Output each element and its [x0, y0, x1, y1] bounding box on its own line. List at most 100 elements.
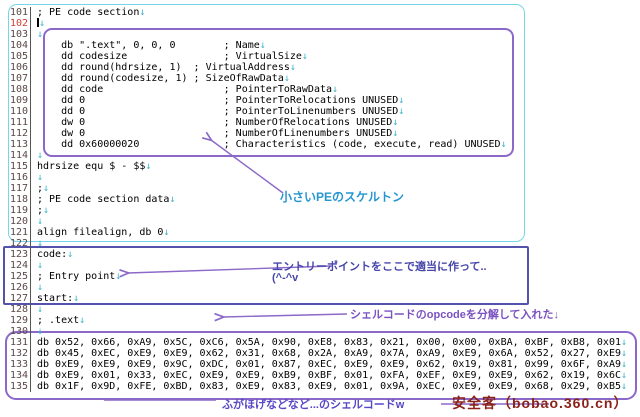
newline-mark-icon: ↓: [621, 348, 627, 359]
newline-mark-icon: ↓: [37, 326, 43, 337]
code-line[interactable]: 101; PE code section↓: [0, 7, 640, 18]
code-line[interactable]: 135db 0x1F, 0x9D, 0xFE, 0xBD, 0x83, 0xE9…: [0, 381, 640, 392]
code-text: dw 0 ; NumberOfRelocations UNUSED: [31, 117, 392, 128]
newline-mark-icon: ↓: [398, 106, 404, 117]
line-number: 102: [0, 18, 31, 29]
code-line[interactable]: 110 dd 0 ; PointerToLinenumbers UNUSED↓: [0, 106, 640, 117]
newline-mark-icon: ↓: [290, 62, 296, 73]
newline-mark-icon: ↓: [501, 139, 507, 150]
code-text: db 0x52, 0x66, 0xA9, 0x5C, 0xC6, 0x5A, 0…: [31, 337, 621, 348]
newline-mark-icon: ↓: [621, 370, 627, 381]
code-line[interactable]: 116↓: [0, 172, 640, 183]
line-number: 105: [0, 51, 31, 62]
code-line[interactable]: 134db 0xE9, 0x01, 0x33, 0xEC, 0xE9, 0xE9…: [0, 370, 640, 381]
entry-point-label: エントリーポイントをここで適当に作って..: [272, 258, 487, 274]
code-text: dd 0 ; PointerToRelocations UNUSED: [31, 95, 398, 106]
code-text: db 0xE9, 0x01, 0x33, 0xEC, 0xE9, 0xE9, 0…: [31, 370, 621, 381]
code-text: db 0x45, 0xEC, 0xE9, 0xE9, 0x62, 0x31, 0…: [31, 348, 621, 359]
line-number: 124: [0, 260, 31, 271]
line-number: 128: [0, 304, 31, 315]
code-text: start:: [31, 293, 73, 304]
code-line[interactable]: 109 dd 0 ; PointerToRelocations UNUSED↓: [0, 95, 640, 106]
newline-mark-icon: ↓: [332, 84, 338, 95]
line-number: 131: [0, 337, 31, 348]
line-number: 123: [0, 249, 31, 260]
code-text: ;: [31, 205, 43, 216]
line-number: 110: [0, 106, 31, 117]
code-line[interactable]: 122 ↓: [0, 238, 640, 249]
shellcode-pointer-label: シェルコードのopcodeを分解して入れた↓: [350, 306, 559, 322]
newline-mark-icon: ↓: [392, 117, 398, 128]
newline-mark-icon: ↓: [37, 238, 43, 249]
newline-mark-icon: ↓: [79, 315, 85, 326]
code-text: dd round(hdrsize, 1) ; VirtualAddress: [31, 62, 290, 73]
code-line[interactable]: 111 dw 0 ; NumberOfRelocations UNUSED↓: [0, 117, 640, 128]
code-line[interactable]: 131db 0x52, 0x66, 0xA9, 0x5C, 0xC6, 0x5A…: [0, 337, 640, 348]
code-line[interactable]: 130 ↓: [0, 326, 640, 337]
line-number: 107: [0, 73, 31, 84]
newline-mark-icon: ↓: [37, 150, 43, 161]
line-number: 104: [0, 40, 31, 51]
code-line[interactable]: 121align filealign, db 0↓: [0, 227, 640, 238]
newline-mark-icon: ↓: [37, 172, 43, 183]
code-line[interactable]: 102↓: [0, 18, 640, 29]
line-number: 114: [0, 150, 31, 161]
line-number: 127: [0, 293, 31, 304]
newline-mark-icon: ↓: [37, 304, 43, 315]
code-line[interactable]: 114 ↓: [0, 150, 640, 161]
line-number: 134: [0, 370, 31, 381]
code-line[interactable]: 126↓: [0, 282, 640, 293]
line-number: 122: [0, 238, 31, 249]
code-text: db 0xE9, 0xE9, 0xE9, 0x9C, 0xDC, 0x01, 0…: [31, 359, 621, 370]
code-text: dd code ; PointerToRawData: [31, 84, 332, 95]
line-number: 132: [0, 348, 31, 359]
line-number: 115: [0, 161, 31, 172]
code-line[interactable]: 106 dd round(hdrsize, 1) ; VirtualAddres…: [0, 62, 640, 73]
code-line[interactable]: 105 dd codesize ; VirtualSize↓: [0, 51, 640, 62]
line-number: 109: [0, 95, 31, 106]
code-line[interactable]: 127start:↓: [0, 293, 640, 304]
line-number: 103: [0, 29, 31, 40]
code-text: dd 0x60000020 ; Characteristics (code, e…: [31, 139, 501, 150]
line-number: 119: [0, 205, 31, 216]
code-line[interactable]: 133db 0xE9, 0xE9, 0xE9, 0x9C, 0xDC, 0x01…: [0, 359, 640, 370]
newline-mark-icon: ↓: [392, 128, 398, 139]
line-number: 130: [0, 326, 31, 337]
code-text: hdrsize equ $ - $$: [31, 161, 145, 172]
newline-mark-icon: ↓: [43, 205, 49, 216]
code-line[interactable]: 132db 0x45, 0xEC, 0xE9, 0xE9, 0x62, 0x31…: [0, 348, 640, 359]
code-text: dd round(codesize, 1) ; SizeOfRawData: [31, 73, 284, 84]
code-text: ;: [31, 183, 43, 194]
line-number: 101: [0, 7, 31, 18]
code-line[interactable]: 120↓: [0, 216, 640, 227]
newline-mark-icon: ↓: [169, 194, 175, 205]
code-text: ; PE code section data: [31, 194, 169, 205]
line-number: 133: [0, 359, 31, 370]
code-line[interactable]: 112 dw 0 ; NumberOfLinenumbers UNUSED↓: [0, 128, 640, 139]
newline-mark-icon: ↓: [73, 293, 79, 304]
code-text: db 0x1F, 0x9D, 0xFE, 0xBD, 0x83, 0xE9, 0…: [31, 381, 621, 392]
newline-mark-icon: ↓: [621, 359, 627, 370]
code-line[interactable]: 108 dd code ; PointerToRawData↓: [0, 84, 640, 95]
newline-mark-icon: ↓: [37, 29, 43, 40]
code-line[interactable]: 119;↓: [0, 205, 640, 216]
line-number: 113: [0, 139, 31, 150]
code-line[interactable]: 113 dd 0x60000020 ; Characteristics (cod…: [0, 139, 640, 150]
newline-mark-icon: ↓: [37, 260, 43, 271]
code-text: ; PE code section: [31, 7, 139, 18]
newline-mark-icon: ↓: [163, 227, 169, 238]
line-number: 111: [0, 117, 31, 128]
code-line[interactable]: 103 ↓: [0, 29, 640, 40]
code-line[interactable]: 104 db ".text", 0, 0, 0 ; Name↓: [0, 40, 640, 51]
newline-mark-icon: ↓: [621, 337, 627, 348]
code-text: ; .text: [31, 315, 79, 326]
code-text: dw 0 ; NumberOfLinenumbers UNUSED: [31, 128, 392, 139]
line-number: 135: [0, 381, 31, 392]
line-number: 120: [0, 216, 31, 227]
line-number: 118: [0, 194, 31, 205]
code-line[interactable]: 107 dd round(codesize, 1) ; SizeOfRawDat…: [0, 73, 640, 84]
code-line[interactable]: 115hdrsize equ $ - $$↓: [0, 161, 640, 172]
watermark: 安全客（bobao.360.cn）: [452, 393, 628, 413]
line-number: 126: [0, 282, 31, 293]
